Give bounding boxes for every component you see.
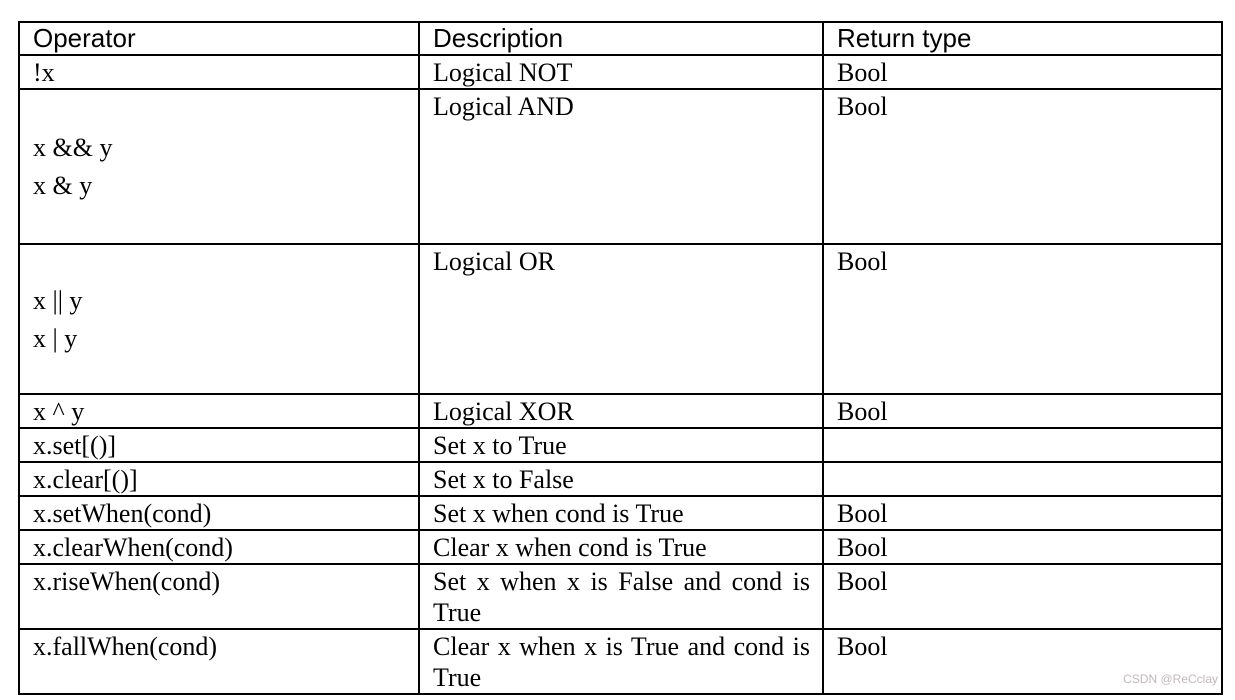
return-type-cell: Bool [822, 563, 1223, 630]
return-type-cell [822, 461, 1223, 497]
operator-cell: x || y x | y [18, 243, 420, 395]
operator-line: x & y [33, 171, 93, 200]
return-type-cell: Bool [822, 628, 1223, 695]
operator-line: x | y [33, 323, 78, 353]
return-type-cell: Bool [822, 243, 1223, 395]
operator-cell: x.fallWhen(cond) [18, 628, 420, 695]
table-row: x.clear[()] Set x to False [18, 461, 1223, 497]
description-cell: Set x when cond is True [418, 495, 824, 531]
column-header-operator: Operator [18, 21, 420, 56]
operator-cell: x.set[()] [18, 427, 420, 463]
return-type-cell [822, 427, 1223, 463]
return-type-cell: Bool [822, 393, 1223, 429]
operator-line: x && y [33, 133, 113, 162]
table-row: x || y x | y Logical OR Bool [18, 243, 1223, 395]
description-cell: Logical NOT [418, 54, 824, 90]
table-row: x ^ y Logical XOR Bool [18, 393, 1223, 429]
operator-line: x || y [33, 285, 83, 315]
return-type-cell: Bool [822, 495, 1223, 531]
table-header-row: Operator Description Return type [18, 21, 1223, 56]
description-cell: Set x when x is False and cond is True [418, 563, 824, 630]
table-row: !x Logical NOT Bool [18, 54, 1223, 90]
description-cell: Logical OR [418, 243, 824, 395]
operator-lines: x || y x | y [33, 282, 406, 358]
column-header-description: Description [418, 21, 824, 56]
return-type-cell: Bool [822, 54, 1223, 90]
csdn-watermark: CSDN @ReCclay [1123, 672, 1218, 686]
table-row: x.set[()] Set x to True [18, 427, 1223, 463]
operator-cell: x.riseWhen(cond) [18, 563, 420, 630]
return-type-cell: Bool [822, 529, 1223, 565]
description-cell: Set x to True [418, 427, 824, 463]
table-row: x.setWhen(cond) Set x when cond is True … [18, 495, 1223, 531]
description-cell: Clear x when x is True and cond is True [418, 628, 824, 695]
description-cell: Set x to False [418, 461, 824, 497]
operator-cell: x && y x & y [18, 88, 420, 245]
description-cell: Logical XOR [418, 393, 824, 429]
table-row: x.fallWhen(cond) Clear x when x is True … [18, 628, 1223, 695]
operator-cell: x.clear[()] [18, 461, 420, 497]
operator-cell: x.setWhen(cond) [18, 495, 420, 531]
column-header-return-type: Return type [822, 21, 1223, 56]
operator-cell: x.clearWhen(cond) [18, 529, 420, 565]
description-cell: Clear x when cond is True [418, 529, 824, 565]
operator-cell: !x [18, 54, 420, 90]
table-row: x.riseWhen(cond) Set x when x is False a… [18, 563, 1223, 630]
operator-cell: x ^ y [18, 393, 420, 429]
operator-table: Operator Description Return type !x Logi… [18, 21, 1223, 695]
return-type-cell: Bool [822, 88, 1223, 245]
operator-lines: x && y x & y [33, 129, 406, 205]
description-cell: Logical AND [418, 88, 824, 245]
table-row: x.clearWhen(cond) Clear x when cond is T… [18, 529, 1223, 565]
table-row: x && y x & y Logical AND Bool [18, 88, 1223, 245]
